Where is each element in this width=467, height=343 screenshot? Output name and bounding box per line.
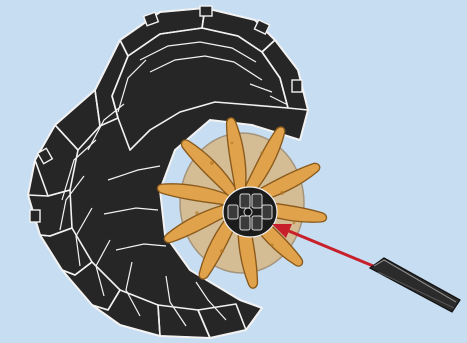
- splined-hub-icon: [223, 187, 277, 237]
- cone-pointer-icon: [370, 258, 460, 312]
